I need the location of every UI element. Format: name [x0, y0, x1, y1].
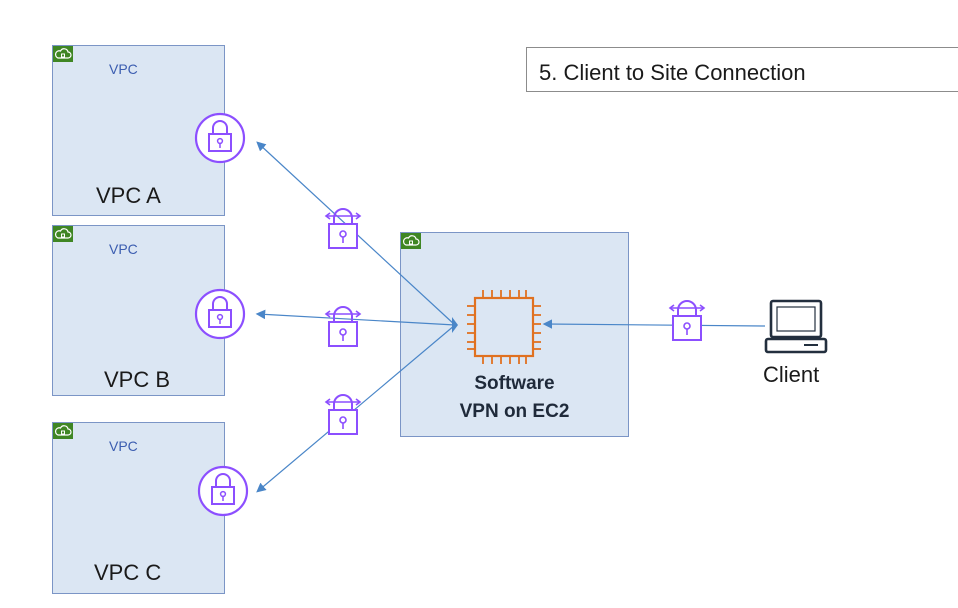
client-label: Client: [763, 362, 820, 387]
vpn-connection-icon: [325, 306, 361, 347]
ec2-label-line2: VPN on EC2: [459, 401, 570, 422]
ec2-label-line1: Software: [474, 373, 555, 394]
lock-icon: [194, 288, 246, 340]
diagram-title: 5. Client to Site Connection: [526, 47, 958, 92]
vpc-tag: VPC: [109, 241, 138, 257]
software-vpn-ec2-box: Software VPN on EC2: [400, 232, 629, 437]
vpn-connection-icon: [669, 300, 705, 341]
cloud-icon: [53, 226, 73, 242]
ec2-instance-icon: [467, 290, 541, 364]
vpc-b-box: VPC VPC B: [52, 225, 225, 396]
connection-client: [542, 319, 766, 329]
lock-icon: [194, 112, 246, 164]
connection-vpc-c: [256, 324, 456, 493]
connection-vpc-b: [255, 309, 456, 326]
vpn-connection-icon: [325, 208, 361, 249]
vpc-tag: VPC: [109, 438, 138, 454]
lock-icon: [197, 465, 249, 517]
vpc-tag: VPC: [109, 61, 138, 77]
cloud-icon: [53, 46, 73, 62]
cloud-icon: [53, 423, 73, 439]
vpn-connection-icon: [325, 394, 361, 435]
vpc-b-name: VPC B: [104, 367, 171, 392]
client-computer-icon: [764, 299, 828, 354]
vpc-c-name: VPC C: [94, 560, 162, 585]
arrowhead-hub: [452, 317, 458, 333]
vpc-a-name: VPC A: [96, 183, 161, 208]
vpc-c-box: VPC VPC C: [52, 422, 225, 594]
cloud-icon: [401, 233, 421, 249]
